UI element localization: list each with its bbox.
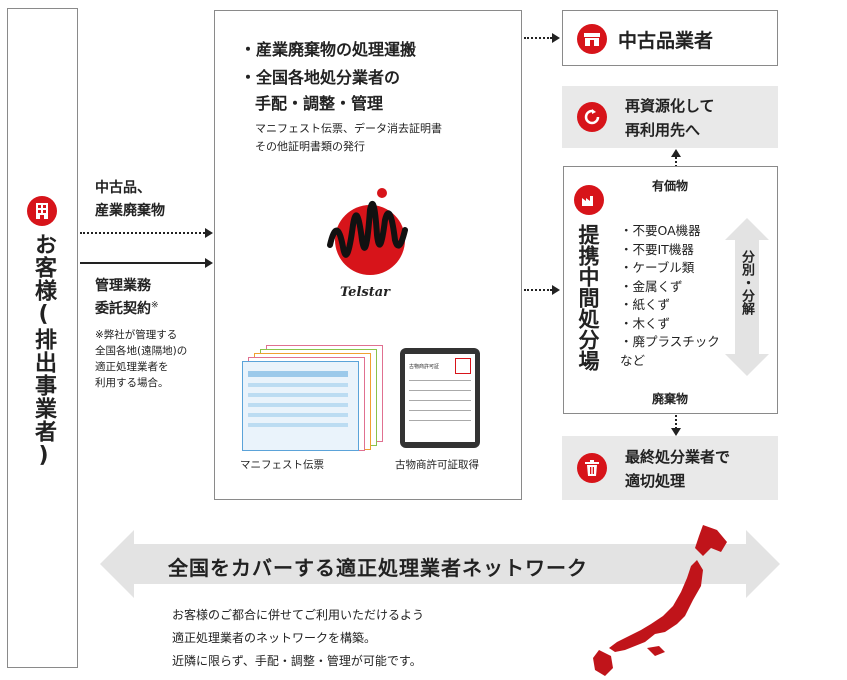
service-bullet-2b: 手配・調整・管理 [255, 94, 384, 113]
final-label-1: 最終処分業者で [625, 448, 731, 466]
recycle-icon [584, 109, 600, 125]
recycle-label-2: 再利用先へ [625, 121, 701, 139]
service-bullet-2: ・全国各地処分業者の [240, 68, 401, 87]
facility-item: ・不要IT機器 [620, 241, 694, 257]
facility-item: ・金属くず [620, 278, 683, 294]
final-label-2: 適切処理 [625, 472, 686, 490]
building-icon [36, 203, 48, 219]
waste-label: 廃棄物 [652, 392, 689, 406]
service-bullet-1: ・産業廃棄物の処理運搬 [240, 40, 417, 59]
trash-icon [585, 460, 599, 476]
license-tablet-text: 古物商許可証 [409, 364, 440, 370]
shop-icon-circle [577, 24, 607, 54]
shop-icon [584, 33, 600, 46]
customer-label: お客様(排出事業者) [31, 233, 56, 469]
license-caption: 古物商許可証取得 [395, 459, 479, 471]
contract-label-1: 管理業務 [95, 278, 151, 294]
contract-note-mark: ※ [151, 300, 159, 311]
valuable-arrow [675, 157, 677, 171]
customer-building-icon-circle [27, 196, 57, 226]
network-desc-line-3: 近隣に限らず、手配・調整・管理が可能です。 [172, 654, 422, 668]
contract-flow-arrow [80, 262, 205, 264]
contract-label-2-text: 委託契約 [95, 301, 151, 317]
valuable-label: 有価物 [652, 179, 689, 193]
service-sub-2: その他証明書類の発行 [255, 140, 365, 153]
used-dealer-arrowhead-icon [552, 33, 560, 43]
factory-icon [582, 196, 593, 206]
network-desc-line-1: お客様のご都合に併せてご利用いただけるよう [172, 608, 425, 622]
telstar-logo-text: Telstar [340, 285, 390, 300]
valuable-arrowhead-icon [671, 149, 681, 157]
facility-label: 提携中間処分場 [576, 224, 600, 371]
used-dealer-label: 中古品業者 [618, 30, 714, 52]
used-dealer-arrow [524, 37, 552, 39]
note-line-1: ※弊社が管理する [95, 329, 178, 341]
factory-icon-circle [574, 185, 604, 215]
facility-item: など [620, 352, 646, 368]
manifest-image [238, 345, 388, 451]
goods-arrowhead-icon [205, 228, 213, 238]
waste-arrowhead-icon [671, 428, 681, 436]
waste-arrow [675, 415, 677, 429]
network-banner-arrow-icon [100, 530, 780, 598]
contract-arrowhead-icon [205, 258, 213, 268]
telstar-logo [327, 188, 408, 275]
facility-arrow [524, 289, 552, 291]
manifest-caption: マニフェスト伝票 [240, 459, 324, 471]
license-tablet-image: 古物商許可証 [400, 348, 480, 448]
facility-item: ・紙くず [620, 297, 671, 312]
contract-label-2: 委託契約※ [95, 298, 159, 318]
network-description: お客様のご都合に併せてご利用いただけるよう 適正処理業者のネットワークを構築。 … [172, 604, 424, 673]
customer-box [7, 8, 78, 668]
goods-label-1: 中古品、 [95, 180, 151, 196]
facility-item: ・不要OA機器 [620, 223, 701, 238]
note-line-3: 適正処理業者を [95, 361, 169, 373]
japan-map-icon [593, 525, 727, 676]
goods-flow-arrow [80, 232, 205, 234]
recycle-icon-circle [577, 102, 607, 132]
note-line-2: 全国各地(遠隔地)の [95, 345, 188, 357]
service-sub-1: マニフェスト伝票、データ消去証明書 [255, 122, 442, 135]
facility-item: ・木くず [620, 315, 671, 331]
recycle-label-1: 再資源化して [625, 97, 715, 115]
facility-item: ・廃プラスチック [620, 334, 720, 349]
contract-note: ※弊社が管理する 全国各地(遠隔地)の 適正処理業者を 利用する場合。 [95, 327, 187, 391]
sort-label: 分別・分解 [739, 250, 754, 315]
facility-arrowhead-icon [552, 285, 560, 295]
trash-icon-circle [577, 453, 607, 483]
facility-item: ・ケーブル類 [620, 260, 695, 275]
note-line-4: 利用する場合。 [95, 377, 169, 389]
network-desc-line-2: 適正処理業者のネットワークを構築。 [172, 631, 377, 645]
sort-double-arrow-icon [725, 218, 769, 376]
network-banner-label: 全国をカバーする適正処理業者ネットワーク [168, 556, 588, 580]
goods-label-2: 産業廃棄物 [95, 203, 165, 219]
facility-items: ・不要OA機器 ・不要IT機器 ・ケーブル類 ・金属くず ・紙くず ・木くず ・… [620, 222, 720, 370]
